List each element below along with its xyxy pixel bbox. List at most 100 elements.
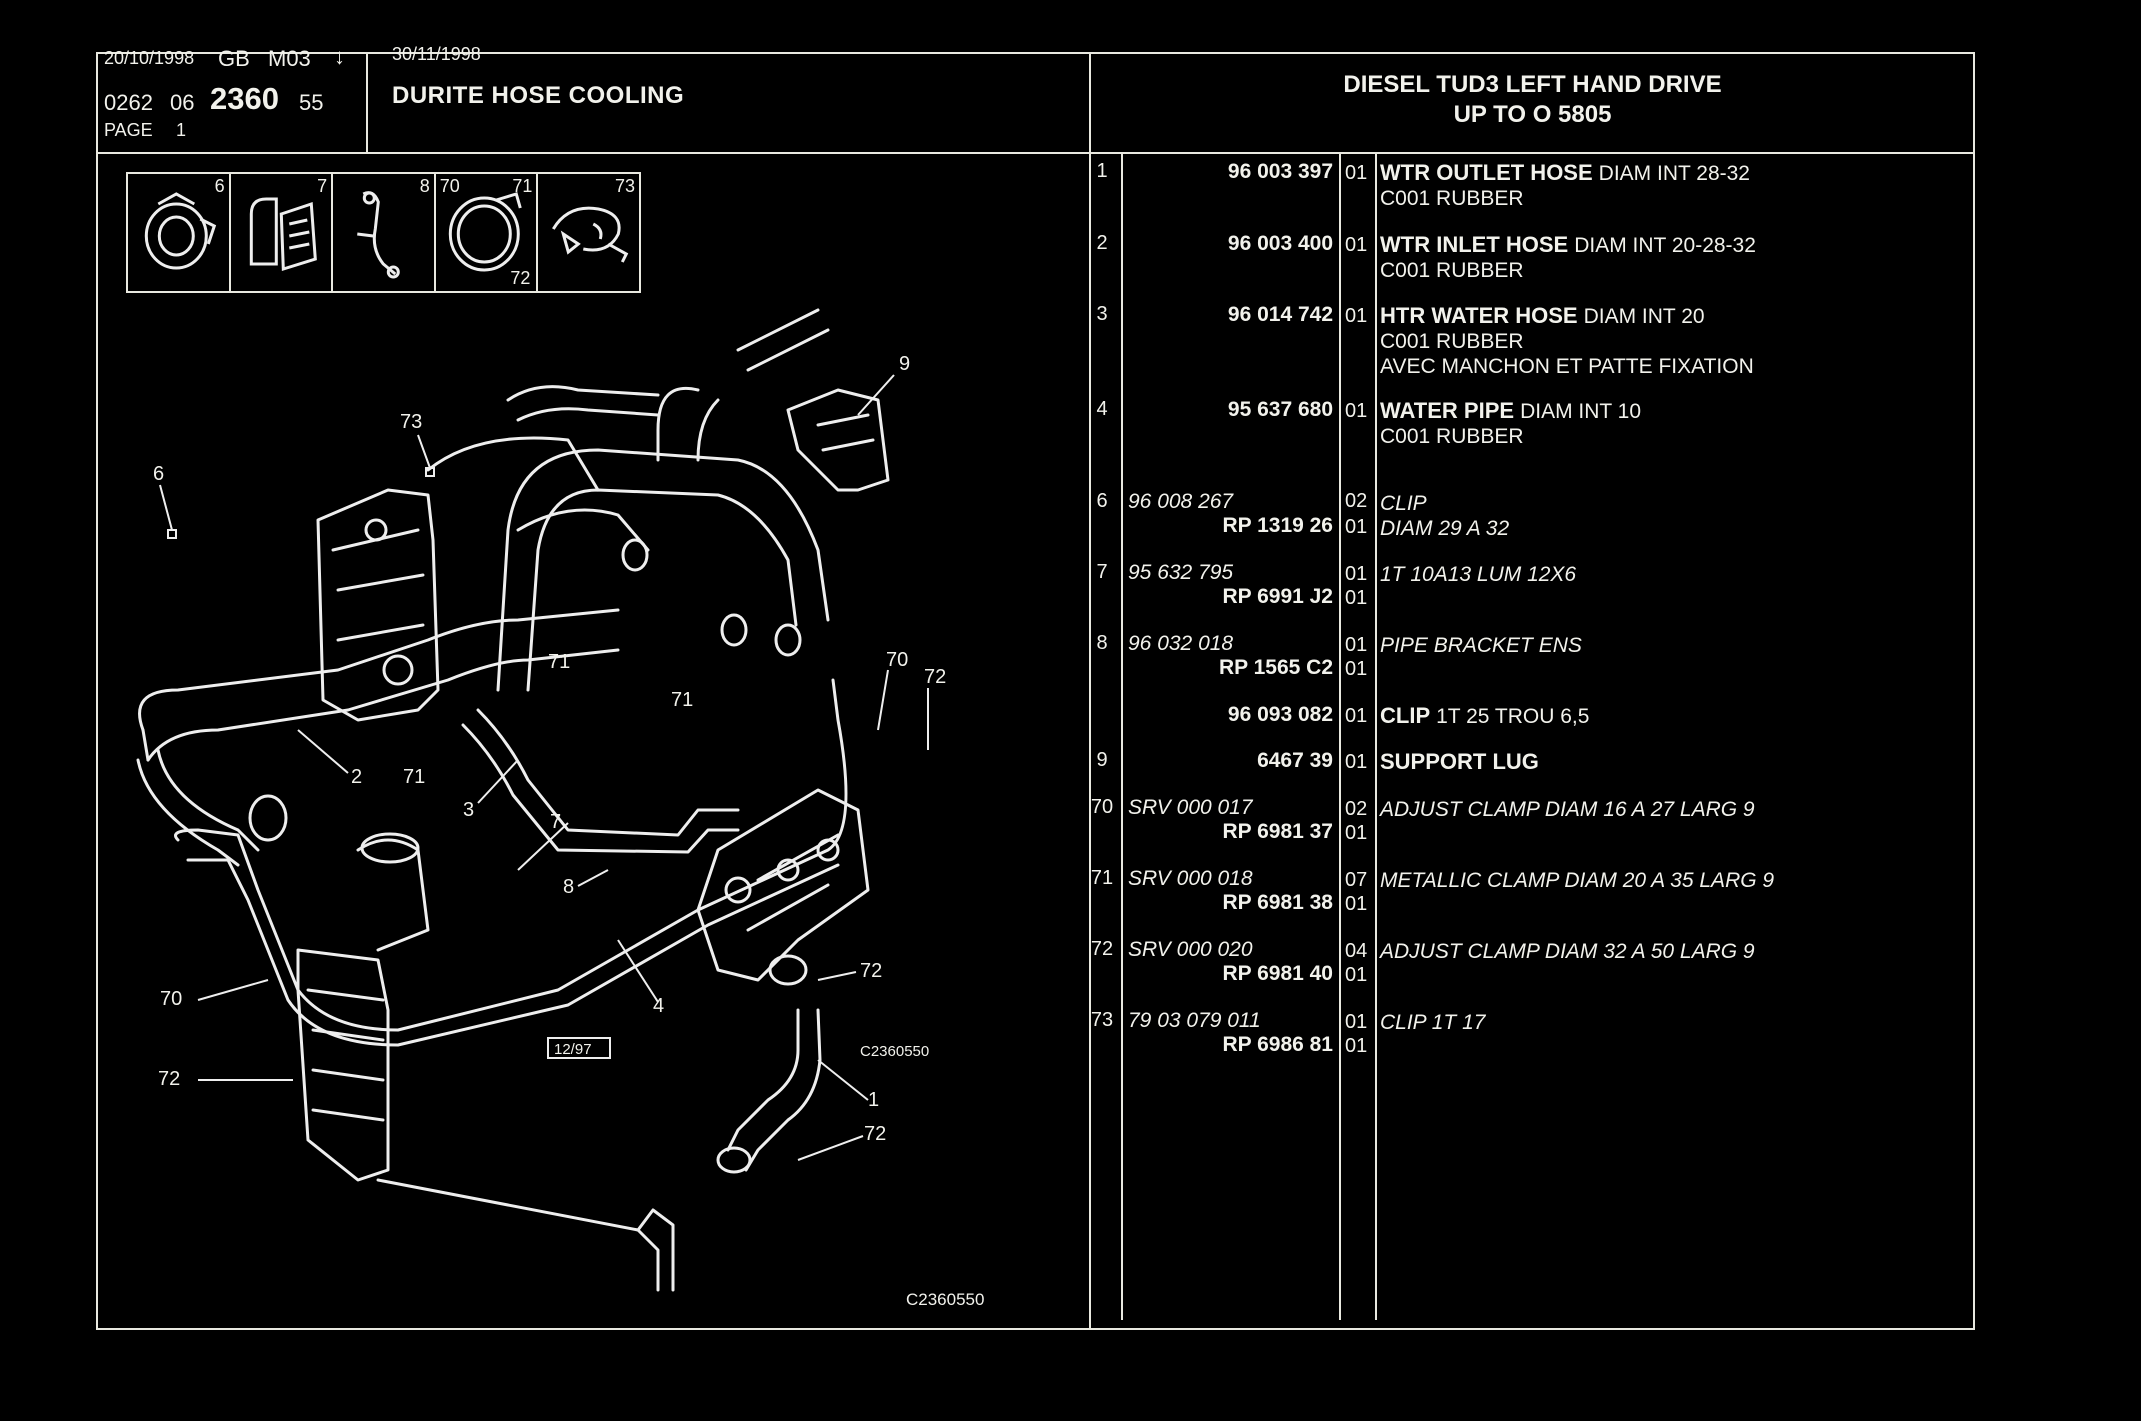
- part-reference: 96 003 400: [1227, 232, 1333, 255]
- header-page-label: PAGE: [104, 120, 153, 140]
- part-reference: 95 637 680: [1227, 398, 1333, 421]
- description-lead: CLIP: [1380, 703, 1431, 728]
- description-detail: DIAM INT 20: [1583, 305, 1705, 328]
- part-reference: 95 632 795: [1128, 561, 1234, 584]
- thumb-label-72: 72: [510, 268, 531, 288]
- description-line: C001 RUBBER: [1380, 425, 1524, 448]
- part-reference-rp: RP 6991 J2: [1222, 585, 1333, 608]
- callout-73: 73: [400, 411, 422, 433]
- header-ref-prefix: 0262: [104, 90, 153, 115]
- header-code: M03: [268, 46, 311, 71]
- part-quantity: 01: [1345, 400, 1368, 422]
- callout-4: 4: [653, 995, 664, 1017]
- part-quantity-rp: 01: [1345, 964, 1368, 986]
- description-line: 1T 10A13 LUM 12X6: [1380, 561, 1576, 587]
- header-page-number: 1: [176, 120, 187, 140]
- callout-71b: 71: [671, 689, 693, 711]
- thumb-label: 6: [214, 176, 225, 196]
- drawing-stamp: 12/97: [554, 1041, 592, 1058]
- part-number: 9: [1096, 749, 1108, 771]
- description-detail: METALLIC CLAMP DIAM 20 A 35 LARG 9: [1380, 869, 1775, 892]
- callout-2: 2: [351, 766, 362, 788]
- callout-72d: 72: [864, 1123, 886, 1145]
- thumb-8[interactable]: 8: [333, 174, 436, 291]
- part-description: SUPPORT LUG: [1380, 749, 1545, 775]
- part-reference: 79 03 079 011: [1128, 1009, 1261, 1032]
- part-reference-rp: RP 6981 37: [1222, 820, 1333, 843]
- part-reference: 96 093 082: [1227, 703, 1333, 726]
- header-divider-left: [366, 52, 368, 152]
- water-pipe-4: [174, 678, 848, 1032]
- part-reference-rp: RP 1319 26: [1222, 514, 1333, 537]
- thumb-6[interactable]: 6: [128, 174, 231, 291]
- description-detail: CLIP: [1380, 492, 1427, 515]
- part-quantity: 01: [1345, 751, 1368, 773]
- part-number: 7: [1096, 561, 1108, 583]
- part-number: 2: [1096, 232, 1108, 254]
- part-description: CLIP 1T 17: [1380, 1009, 1485, 1035]
- bottom-drawing-code: C2360550: [906, 1290, 985, 1309]
- thumb-label: 73: [614, 176, 635, 196]
- hose-1-lower: [726, 1008, 800, 1152]
- part-number: 4: [1096, 398, 1108, 420]
- description-detail: ADJUST CLAMP DIAM 16 A 27 LARG 9: [1380, 798, 1755, 821]
- part-description: PIPE BRACKET ENS: [1380, 632, 1582, 658]
- thumb-73[interactable]: 73: [538, 174, 639, 291]
- description-line: C001 RUBBER: [1380, 187, 1524, 210]
- part-number: 8: [1096, 632, 1108, 654]
- hose-clamp-icon: [448, 192, 522, 272]
- part-quantity: 01: [1345, 563, 1368, 585]
- down-arrow-icon: ↓: [334, 44, 345, 69]
- part-description: 1T 10A13 LUM 12X6: [1380, 561, 1576, 587]
- vehicle-title: DIESEL TUD3 LEFT HAND DRIVE UP TO O 5805: [1090, 70, 1975, 130]
- callout-70a: 70: [886, 649, 908, 671]
- qty-col-line: [1375, 152, 1377, 1320]
- callout-72a: 72: [924, 666, 946, 688]
- header-date1: 20/10/1998: [104, 48, 195, 68]
- description-detail: PIPE BRACKET ENS: [1380, 634, 1582, 657]
- thumb-label-71: 71: [512, 176, 533, 196]
- thumb-7[interactable]: 7: [231, 174, 334, 291]
- header-bottom-line: [96, 152, 1975, 154]
- callout-72b: 72: [158, 1068, 180, 1090]
- thumb-label: 7: [317, 176, 328, 196]
- part-quantity: 01: [1345, 1011, 1368, 1033]
- description-detail: DIAM INT 20-28-32: [1574, 234, 1756, 257]
- part-number: 71: [1090, 867, 1114, 889]
- part-description: METALLIC CLAMP DIAM 20 A 35 LARG 9: [1380, 867, 1774, 893]
- callout-3: 3: [463, 799, 474, 821]
- part-reference: 96 003 397: [1227, 160, 1333, 183]
- page-title: DURITE HOSE COOLING: [392, 82, 685, 109]
- header-lang: GB: [218, 46, 250, 71]
- description-line: CLIP: [1380, 490, 1509, 516]
- part-reference-rp: RP 6981 38: [1222, 891, 1333, 914]
- thumb-label: 8: [419, 176, 430, 196]
- part-description: ADJUST CLAMP DIAM 32 A 50 LARG 9: [1380, 938, 1755, 964]
- callout-71c: 71: [403, 766, 425, 788]
- description-line: METALLIC CLAMP DIAM 20 A 35 LARG 9: [1380, 867, 1774, 893]
- part-number: 73: [1090, 1009, 1114, 1031]
- description-line: C001 RUBBER: [1380, 330, 1524, 353]
- part-quantity: 01: [1345, 305, 1368, 327]
- description-line: SUPPORT LUG: [1380, 749, 1545, 775]
- part-reference: 96 032 018: [1128, 632, 1234, 655]
- callout-1: 1: [868, 1089, 879, 1111]
- header-ref-group: 06: [170, 90, 195, 115]
- thumb-70-71-72[interactable]: 70 71 72: [436, 174, 539, 291]
- clip-small-icon: [552, 206, 629, 263]
- thumbnail-strip: 6 7 8 70 71 72: [126, 172, 641, 293]
- description-line: AVEC MANCHON ET PATTE FIXATION: [1380, 355, 1754, 378]
- part-quantity: 01: [1345, 634, 1368, 656]
- callout-9: 9: [899, 353, 910, 375]
- description-detail: DIAM INT 10: [1520, 400, 1642, 423]
- header-ref-suffix: 55: [299, 90, 324, 115]
